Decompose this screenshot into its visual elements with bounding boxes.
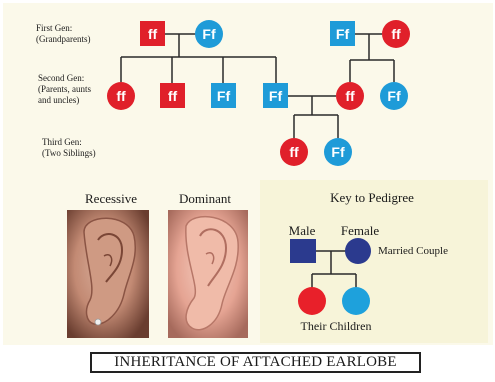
gen3-genotype-1: ff	[289, 144, 299, 160]
key-title: Key to Pedigree	[330, 190, 414, 205]
gen3-row: ff Ff	[280, 138, 352, 166]
first-gen-sub: (Grandparents)	[36, 34, 90, 44]
third-gen-label: Third Gen:	[42, 137, 82, 147]
key-female-circle	[345, 238, 371, 264]
gp-left-male-genotype: ff	[148, 26, 158, 42]
gen2-genotype-1: ff	[116, 88, 126, 104]
dominant-label: Dominant	[179, 191, 231, 206]
gen2-genotype-2: ff	[168, 88, 178, 104]
caption-box: INHERITANCE OF ATTACHED EARLOBE	[90, 352, 421, 373]
gen-labels: First Gen: (Grandparents) Second Gen: (P…	[36, 23, 96, 158]
gen2-row: ff ff Ff Ff ff Ff	[107, 82, 408, 110]
gen2-genotype-4: Ff	[269, 88, 283, 104]
gen2-genotype-6: Ff	[387, 88, 401, 104]
gen2-genotype-5: ff	[345, 88, 355, 104]
gp-right-male-genotype: Ff	[336, 26, 350, 42]
key-children-label: Their Children	[301, 319, 372, 333]
key-male-square	[290, 239, 316, 263]
key-married-label: Married Couple	[378, 245, 448, 257]
first-gen-label: First Gen:	[36, 23, 72, 33]
caption-text: INHERITANCE OF ATTACHED EARLOBE	[114, 354, 397, 371]
gp-right-female-genotype: ff	[391, 26, 401, 42]
dominant-ear-image	[168, 210, 248, 338]
gen2-genotype-3: Ff	[217, 88, 231, 104]
key-male-label: Male	[289, 223, 316, 238]
third-gen-sub: (Two Siblings)	[42, 148, 96, 158]
earlobe-examples: Recessive Dominant	[67, 191, 248, 338]
key-child-red	[298, 287, 326, 315]
second-gen-label: Second Gen:	[38, 73, 84, 83]
recessive-label: Recessive	[85, 191, 137, 206]
second-gen-sub2: and uncles)	[38, 95, 79, 105]
key-child-blue	[342, 287, 370, 315]
pedigree-key: Key to Pedigree Male Female Married Coup…	[260, 180, 488, 343]
second-gen-sub1: (Parents, aunts	[38, 84, 91, 94]
recessive-ear-image	[67, 210, 149, 338]
gen3-genotype-2: Ff	[331, 144, 345, 160]
key-female-label: Female	[341, 223, 379, 238]
gp-left-female-genotype: Ff	[202, 26, 216, 42]
